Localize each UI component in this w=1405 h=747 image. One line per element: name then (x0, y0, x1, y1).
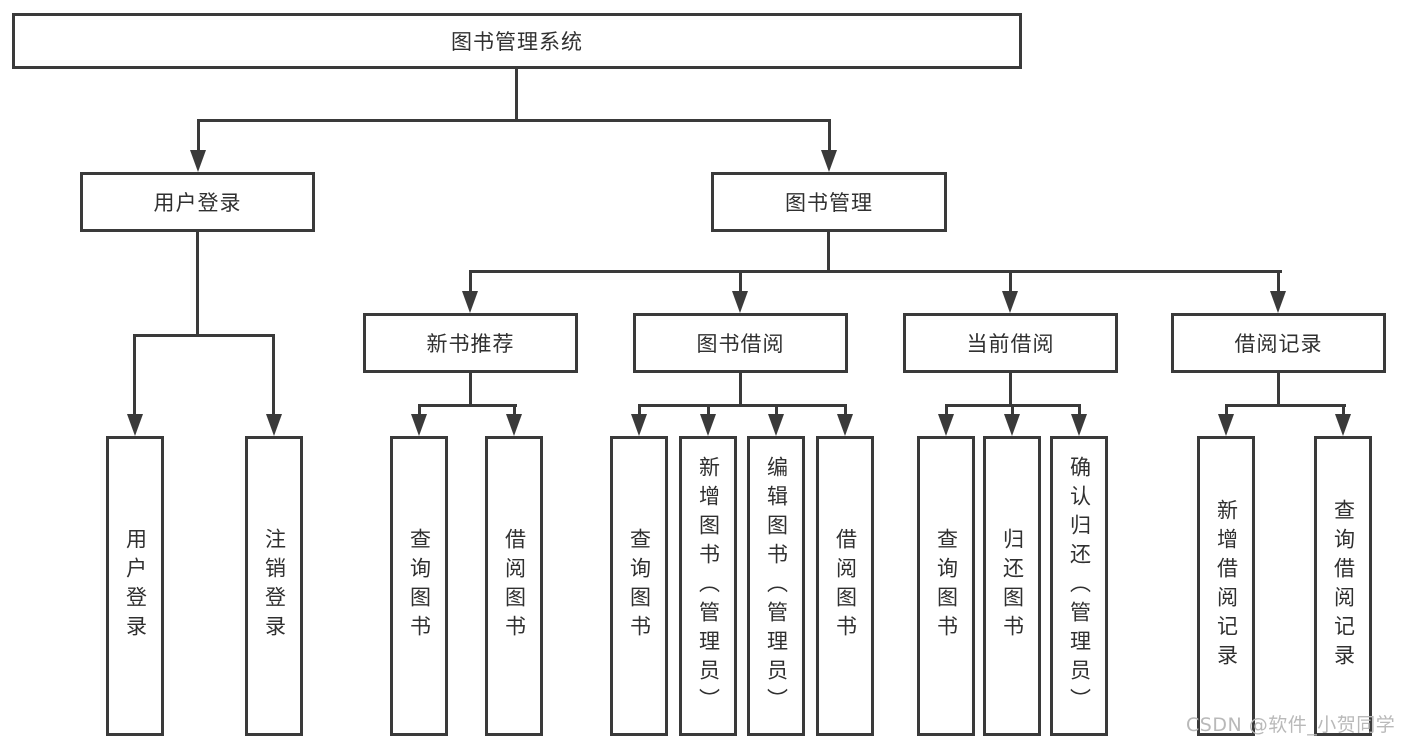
connector-vline (1277, 270, 1280, 295)
arrow-down-icon (462, 291, 478, 313)
connector-hline (469, 270, 1282, 273)
connector-hline (197, 119, 831, 122)
arrow-down-icon (821, 150, 837, 172)
connector-vline (945, 404, 948, 418)
node-label: 查询借阅记录 (1331, 499, 1356, 673)
arrow-down-icon (1218, 414, 1234, 436)
connector-vline (1011, 404, 1014, 418)
connector-vline (1277, 371, 1280, 407)
connector-vline (197, 119, 200, 158)
connector-vline (739, 371, 742, 407)
connector-vline (1009, 270, 1012, 295)
leaf-borrow-books-borrowing: 借阅图书 (816, 436, 874, 736)
arrow-down-icon (938, 414, 954, 436)
node-label: 查询图书 (407, 528, 432, 644)
arrow-down-icon (506, 414, 522, 436)
arrow-down-icon (1335, 414, 1351, 436)
node-label: 查询图书 (627, 528, 652, 644)
arrow-down-icon (768, 414, 784, 436)
node-label: 图书借阅 (696, 332, 785, 356)
arrow-down-icon (411, 414, 427, 436)
connector-vline (828, 119, 831, 158)
arrow-down-icon (127, 414, 143, 436)
connector-vline (515, 67, 518, 121)
arrow-down-icon (190, 150, 206, 172)
node-label: 编辑图书（管理员） (764, 455, 789, 717)
node-label: 借阅图书 (833, 528, 858, 644)
arrow-down-icon (837, 414, 853, 436)
node-label: 确认归还（管理员） (1067, 455, 1092, 717)
node-book-borrowing: 图书借阅 (633, 313, 848, 373)
connector-vline (469, 371, 472, 407)
connector-vline (1078, 404, 1081, 418)
connector-vline (739, 270, 742, 295)
node-current-borrowing: 当前借阅 (903, 313, 1118, 373)
node-label: 当前借阅 (966, 332, 1055, 356)
arrow-down-icon (631, 414, 647, 436)
node-label: 图书管理 (785, 191, 873, 215)
arrow-down-icon (1071, 414, 1087, 436)
connector-vline (133, 334, 136, 417)
connector-vline (272, 334, 275, 417)
connector-vline (827, 230, 830, 273)
node-label: 新书推荐 (426, 332, 515, 356)
connector-hline (418, 404, 517, 407)
connector-vline (513, 404, 516, 418)
arrow-down-icon (266, 414, 282, 436)
connector-hline (1225, 404, 1346, 407)
node-label: 新增借阅记录 (1214, 499, 1239, 673)
leaf-borrow-books-recommend: 借阅图书 (485, 436, 543, 736)
leaf-query-books-borrowing: 查询图书 (610, 436, 668, 736)
arrow-down-icon (700, 414, 716, 436)
leaf-query-books-current: 查询图书 (917, 436, 975, 736)
connector-vline (1009, 371, 1012, 407)
node-user-login: 用户登录 (80, 172, 315, 232)
leaf-edit-books-admin: 编辑图书（管理员） (747, 436, 805, 736)
leaf-add-borrow-record: 新增借阅记录 (1197, 436, 1255, 736)
arrow-down-icon (732, 291, 748, 313)
connector-vline (469, 270, 472, 295)
leaf-add-books-admin: 新增图书（管理员） (679, 436, 737, 736)
node-new-book-recommendation: 新书推荐 (363, 313, 578, 373)
leaf-user-login: 用户登录 (106, 436, 164, 736)
node-system-root: 图书管理系统 (12, 13, 1022, 69)
leaf-query-books-recommend: 查询图书 (390, 436, 448, 736)
connector-vline (418, 404, 421, 418)
connector-vline (1225, 404, 1228, 418)
node-borrowing-records: 借阅记录 (1171, 313, 1386, 373)
arrow-down-icon (1002, 291, 1018, 313)
node-book-management: 图书管理 (711, 172, 947, 232)
node-label: 用户登录 (153, 191, 242, 215)
leaf-logout: 注销登录 (245, 436, 303, 736)
connector-hline (638, 404, 847, 407)
node-label: 归还图书 (1000, 528, 1025, 644)
connector-vline (1342, 404, 1345, 418)
connector-vline (707, 404, 710, 418)
connector-vline (196, 230, 199, 337)
node-label: 注销登录 (262, 528, 287, 644)
arrow-down-icon (1270, 291, 1286, 313)
arrow-down-icon (1004, 414, 1020, 436)
node-label: 借阅图书 (502, 528, 527, 644)
leaf-return-books: 归还图书 (983, 436, 1041, 736)
connector-vline (844, 404, 847, 418)
watermark: CSDN @软件_小贺同学 (1186, 714, 1396, 736)
connector-vline (775, 404, 778, 418)
connector-hline (133, 334, 275, 337)
node-label: 图书管理系统 (451, 30, 583, 54)
node-label: 新增图书（管理员） (696, 455, 721, 717)
leaf-query-borrow-record: 查询借阅记录 (1314, 436, 1372, 736)
node-label: 查询图书 (934, 528, 959, 644)
leaf-confirm-return-admin: 确认归还（管理员） (1050, 436, 1108, 736)
node-label: 用户登录 (123, 528, 148, 644)
connector-vline (638, 404, 641, 418)
node-label: 借阅记录 (1234, 332, 1323, 356)
